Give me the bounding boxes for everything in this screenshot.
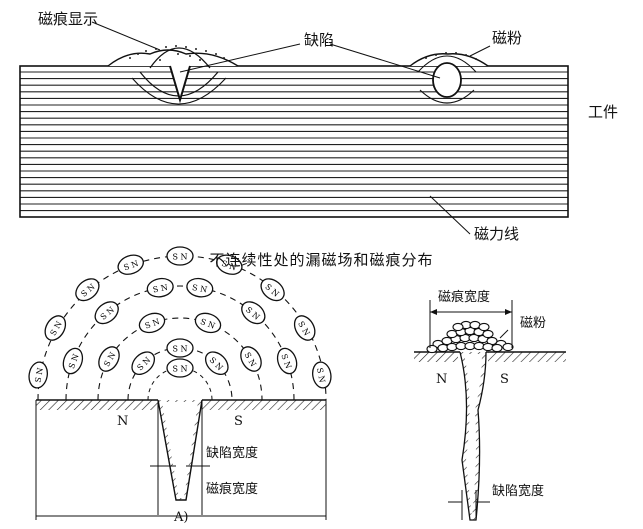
dipole-label: S N	[315, 367, 326, 383]
dipole-magnet: S N	[312, 361, 332, 389]
left-defect-width-label: 缺陷宽度	[206, 446, 259, 461]
powder-particle	[452, 322, 464, 332]
dipole-label: S N	[172, 365, 187, 374]
label-powder: 磁粉	[492, 29, 523, 47]
dipole-magnet: S N	[131, 351, 156, 376]
dipole-magnet: S N	[166, 338, 194, 358]
figure-caption: 不连续性处的漏磁场和磁痕分布	[209, 251, 434, 269]
powder-particle	[491, 343, 503, 353]
dipole-label: S N	[191, 283, 207, 294]
dipole-label: S N	[172, 253, 187, 262]
right-detail-diagram	[414, 300, 566, 521]
powder-particle	[502, 342, 514, 352]
dipole-magnet: S N	[138, 312, 166, 334]
right-powder-label: 磁粉	[520, 316, 547, 331]
left-trace-width-label: 磁痕宽度	[206, 482, 259, 497]
label-workpiece: 工件	[588, 103, 619, 121]
powder-particle	[478, 322, 490, 332]
powder-heap	[426, 320, 514, 354]
dipole-magnet: S N	[293, 315, 316, 341]
dipole-magnet: S N	[166, 246, 194, 266]
dipole-label: S N	[152, 283, 168, 294]
dipole-label: S N	[33, 367, 44, 383]
right-defect-width-label: 缺陷宽度	[492, 484, 545, 499]
workpiece-outline	[19, 65, 569, 218]
dipole-magnet: S N	[260, 278, 285, 302]
right-pole-n: N	[436, 372, 448, 387]
dipole-magnet: S N	[204, 351, 229, 376]
dipole-magnet: S N	[117, 254, 144, 275]
powder-particle	[446, 342, 458, 352]
dipole-magnet: S N	[240, 346, 262, 372]
left-sublabel: A)	[174, 510, 189, 525]
right-pole-s: S	[500, 372, 509, 387]
dipole-magnet: S N	[44, 315, 67, 341]
dipole-magnet: S N	[216, 254, 243, 275]
left-pole-n: N	[117, 414, 129, 429]
label-field-lines: 磁力线	[474, 225, 520, 243]
dipole-magnet: S N	[276, 347, 298, 375]
field-lines	[20, 71, 568, 212]
dipole-magnet: S N	[62, 347, 84, 375]
dipole-magnet: S N	[75, 278, 100, 302]
left-pole-s: S	[234, 414, 243, 429]
dipole-magnet: S N	[98, 346, 120, 372]
dipole-magnet: S N	[146, 277, 174, 298]
powder-particle	[473, 341, 485, 351]
dipole-magnet: S N	[94, 301, 119, 325]
subsurface-defect	[409, 52, 489, 104]
crack-defect	[107, 45, 239, 105]
right-trace-width-label: 磁痕宽度	[438, 290, 491, 305]
dipole-magnet: S N	[194, 312, 222, 334]
dipole-magnet: S N	[166, 358, 194, 378]
dipole-magnet: S N	[28, 361, 48, 389]
powder-particle	[482, 342, 494, 352]
powder-particle	[437, 343, 449, 353]
label-defect: 缺陷	[304, 31, 335, 49]
dipole-label: S N	[172, 345, 187, 354]
outer-field-arc	[37, 255, 327, 401]
workpiece-diagram	[19, 21, 569, 235]
dipole-magnet: S N	[186, 277, 214, 298]
dipole-magnet: S N	[241, 301, 266, 325]
powder-particle	[482, 329, 494, 339]
label-trace-display: 磁痕显示	[38, 10, 99, 28]
leader-lines	[91, 21, 491, 235]
powder-particle	[426, 344, 438, 354]
